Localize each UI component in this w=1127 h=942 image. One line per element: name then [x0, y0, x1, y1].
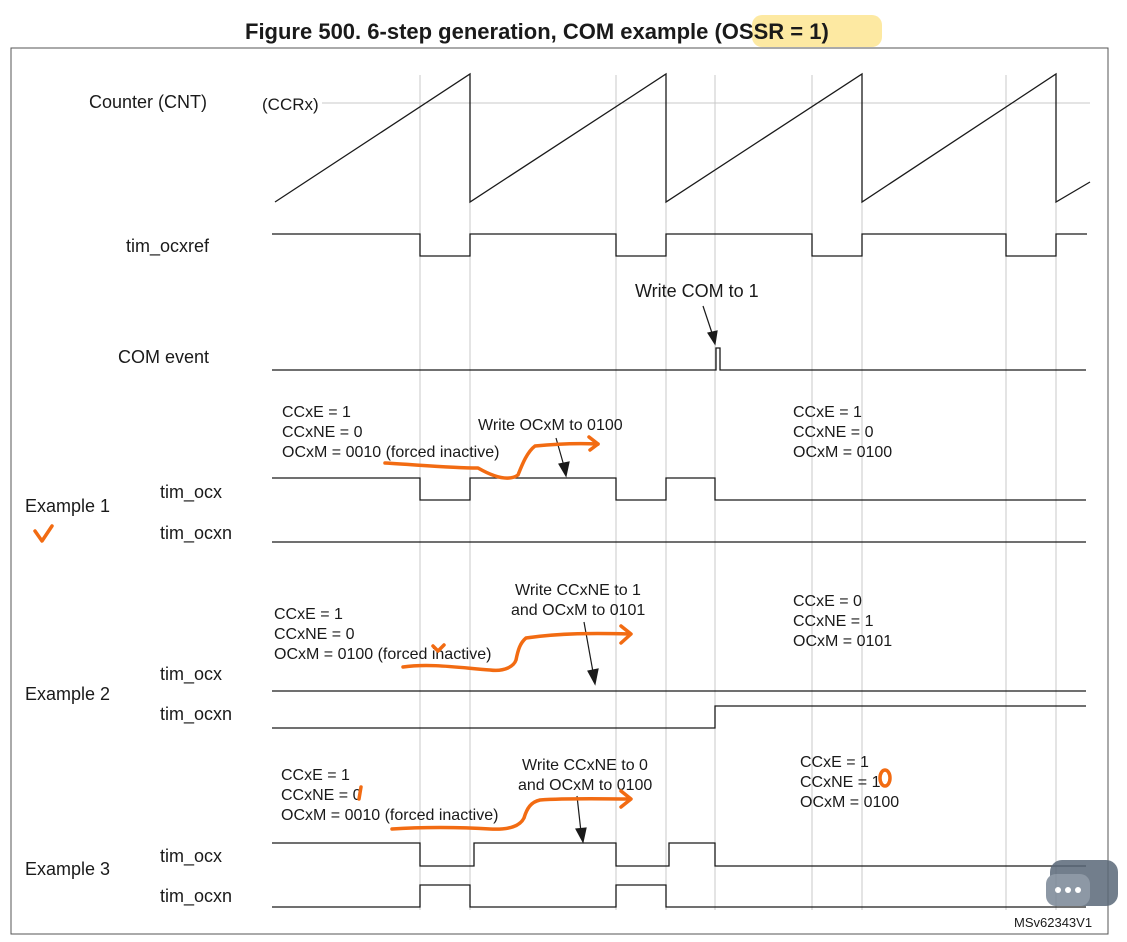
ex3-ocx-label: tim_ocx	[160, 846, 222, 867]
com-event-waveform	[272, 347, 1086, 371]
ex2-ocx-label: tim_ocx	[160, 664, 222, 685]
counter-label: Counter (CNT)	[89, 92, 207, 112]
ex1-write-note: Write OCxM to 0100	[478, 417, 623, 434]
ex1-ocx-label: tim_ocx	[160, 482, 222, 503]
write-com-arrowhead	[707, 330, 718, 346]
ex1-write-arrow	[555, 437, 565, 467]
ex2-before-line: CCxNE = 0	[274, 626, 355, 643]
ccrx-label: (CCRx)	[262, 95, 319, 114]
ex3-ocxn-label: tim_ocxn	[160, 886, 232, 907]
ex2-write-note: and OCxM to 0101	[511, 602, 645, 619]
ex2-after-line: OCxM = 0101	[793, 633, 892, 650]
write-com-note: Write COM to 1	[635, 281, 759, 301]
ex3-after-line: CCxNE = 1	[800, 774, 881, 791]
ex3-before-line: OCxM = 0010 (forced inactive)	[281, 807, 498, 824]
ex1-before-line: OCxM = 0010 (forced inactive)	[282, 444, 499, 461]
ex3-highlight-stroke	[390, 797, 632, 831]
ex1-highlight-arrowhead	[587, 435, 600, 452]
com-event-label: COM event	[118, 347, 209, 367]
title-highlight-box	[752, 15, 882, 47]
ex2-ocxn-label: tim_ocxn	[160, 704, 232, 725]
ex1-before-line: CCxNE = 0	[282, 424, 363, 441]
ex2-ocxn-waveform	[272, 705, 1086, 729]
ex3-write-note: Write CCxNE to 0	[522, 757, 648, 774]
ocxref-waveform	[272, 233, 1087, 257]
example-3-label: Example 3	[25, 859, 110, 879]
ex1-before-line: CCxE = 1	[282, 404, 351, 421]
ex2-after-line: CCxNE = 1	[793, 613, 874, 630]
ex2-write-note: Write CCxNE to 1	[515, 582, 641, 599]
ex2-after-line: CCxE = 0	[793, 593, 862, 610]
counter-sawtooth	[274, 72, 1091, 204]
example-1-label: Example 1	[25, 496, 110, 516]
ex3-before-line: CCxE = 1	[281, 767, 350, 784]
example-2-label: Example 2	[25, 684, 110, 704]
ex2-before-line: OCxM = 0100 (forced inactive)	[274, 646, 491, 663]
ex2-tick-mark	[431, 643, 446, 653]
check-mark-icon	[33, 524, 54, 543]
ex3-write-note: and OCxM to 0100	[518, 777, 652, 794]
ex3-ocxn-waveform	[272, 884, 1086, 908]
ex3-after-line: CCxE = 1	[800, 754, 869, 771]
write-com-arrow	[702, 305, 714, 337]
ex1-after-line: OCxM = 0100	[793, 444, 892, 461]
ex3-write-arrowhead	[575, 827, 587, 844]
ex3-after-value-circle	[878, 768, 892, 788]
figure-title: Figure 500. 6-step generation, COM examp…	[245, 19, 829, 44]
ex2-write-arrow	[583, 621, 594, 673]
figure-frame	[10, 47, 1109, 935]
ex3-ocx-waveform	[272, 842, 1086, 867]
ex1-after-line: CCxE = 1	[793, 404, 862, 421]
ex1-write-arrowhead	[558, 461, 570, 478]
ex2-write-arrowhead	[587, 668, 599, 686]
guide-lines	[322, 75, 1090, 910]
chat-bubble-icon	[1046, 860, 1118, 906]
ex2-highlight-stroke	[401, 631, 632, 673]
ex2-highlight-arrowhead	[619, 624, 633, 645]
ex3-write-arrow	[576, 795, 582, 833]
ex3-value-mark	[357, 785, 363, 801]
ex1-ocxn-label: tim_ocxn	[160, 523, 232, 544]
ex2-before-line: CCxE = 1	[274, 606, 343, 623]
ex3-before-line: CCxNE = 0	[281, 787, 362, 804]
figure-id: MSv62343V1	[1014, 915, 1092, 930]
ex1-highlight-stroke	[383, 441, 600, 480]
ex1-after-line: CCxNE = 0	[793, 424, 874, 441]
ex3-highlight-arrowhead	[619, 789, 633, 809]
ex3-after-line: OCxM = 0100	[800, 794, 899, 811]
ocxref-label: tim_ocxref	[126, 236, 210, 257]
ex1-ocx-waveform	[272, 477, 1086, 501]
